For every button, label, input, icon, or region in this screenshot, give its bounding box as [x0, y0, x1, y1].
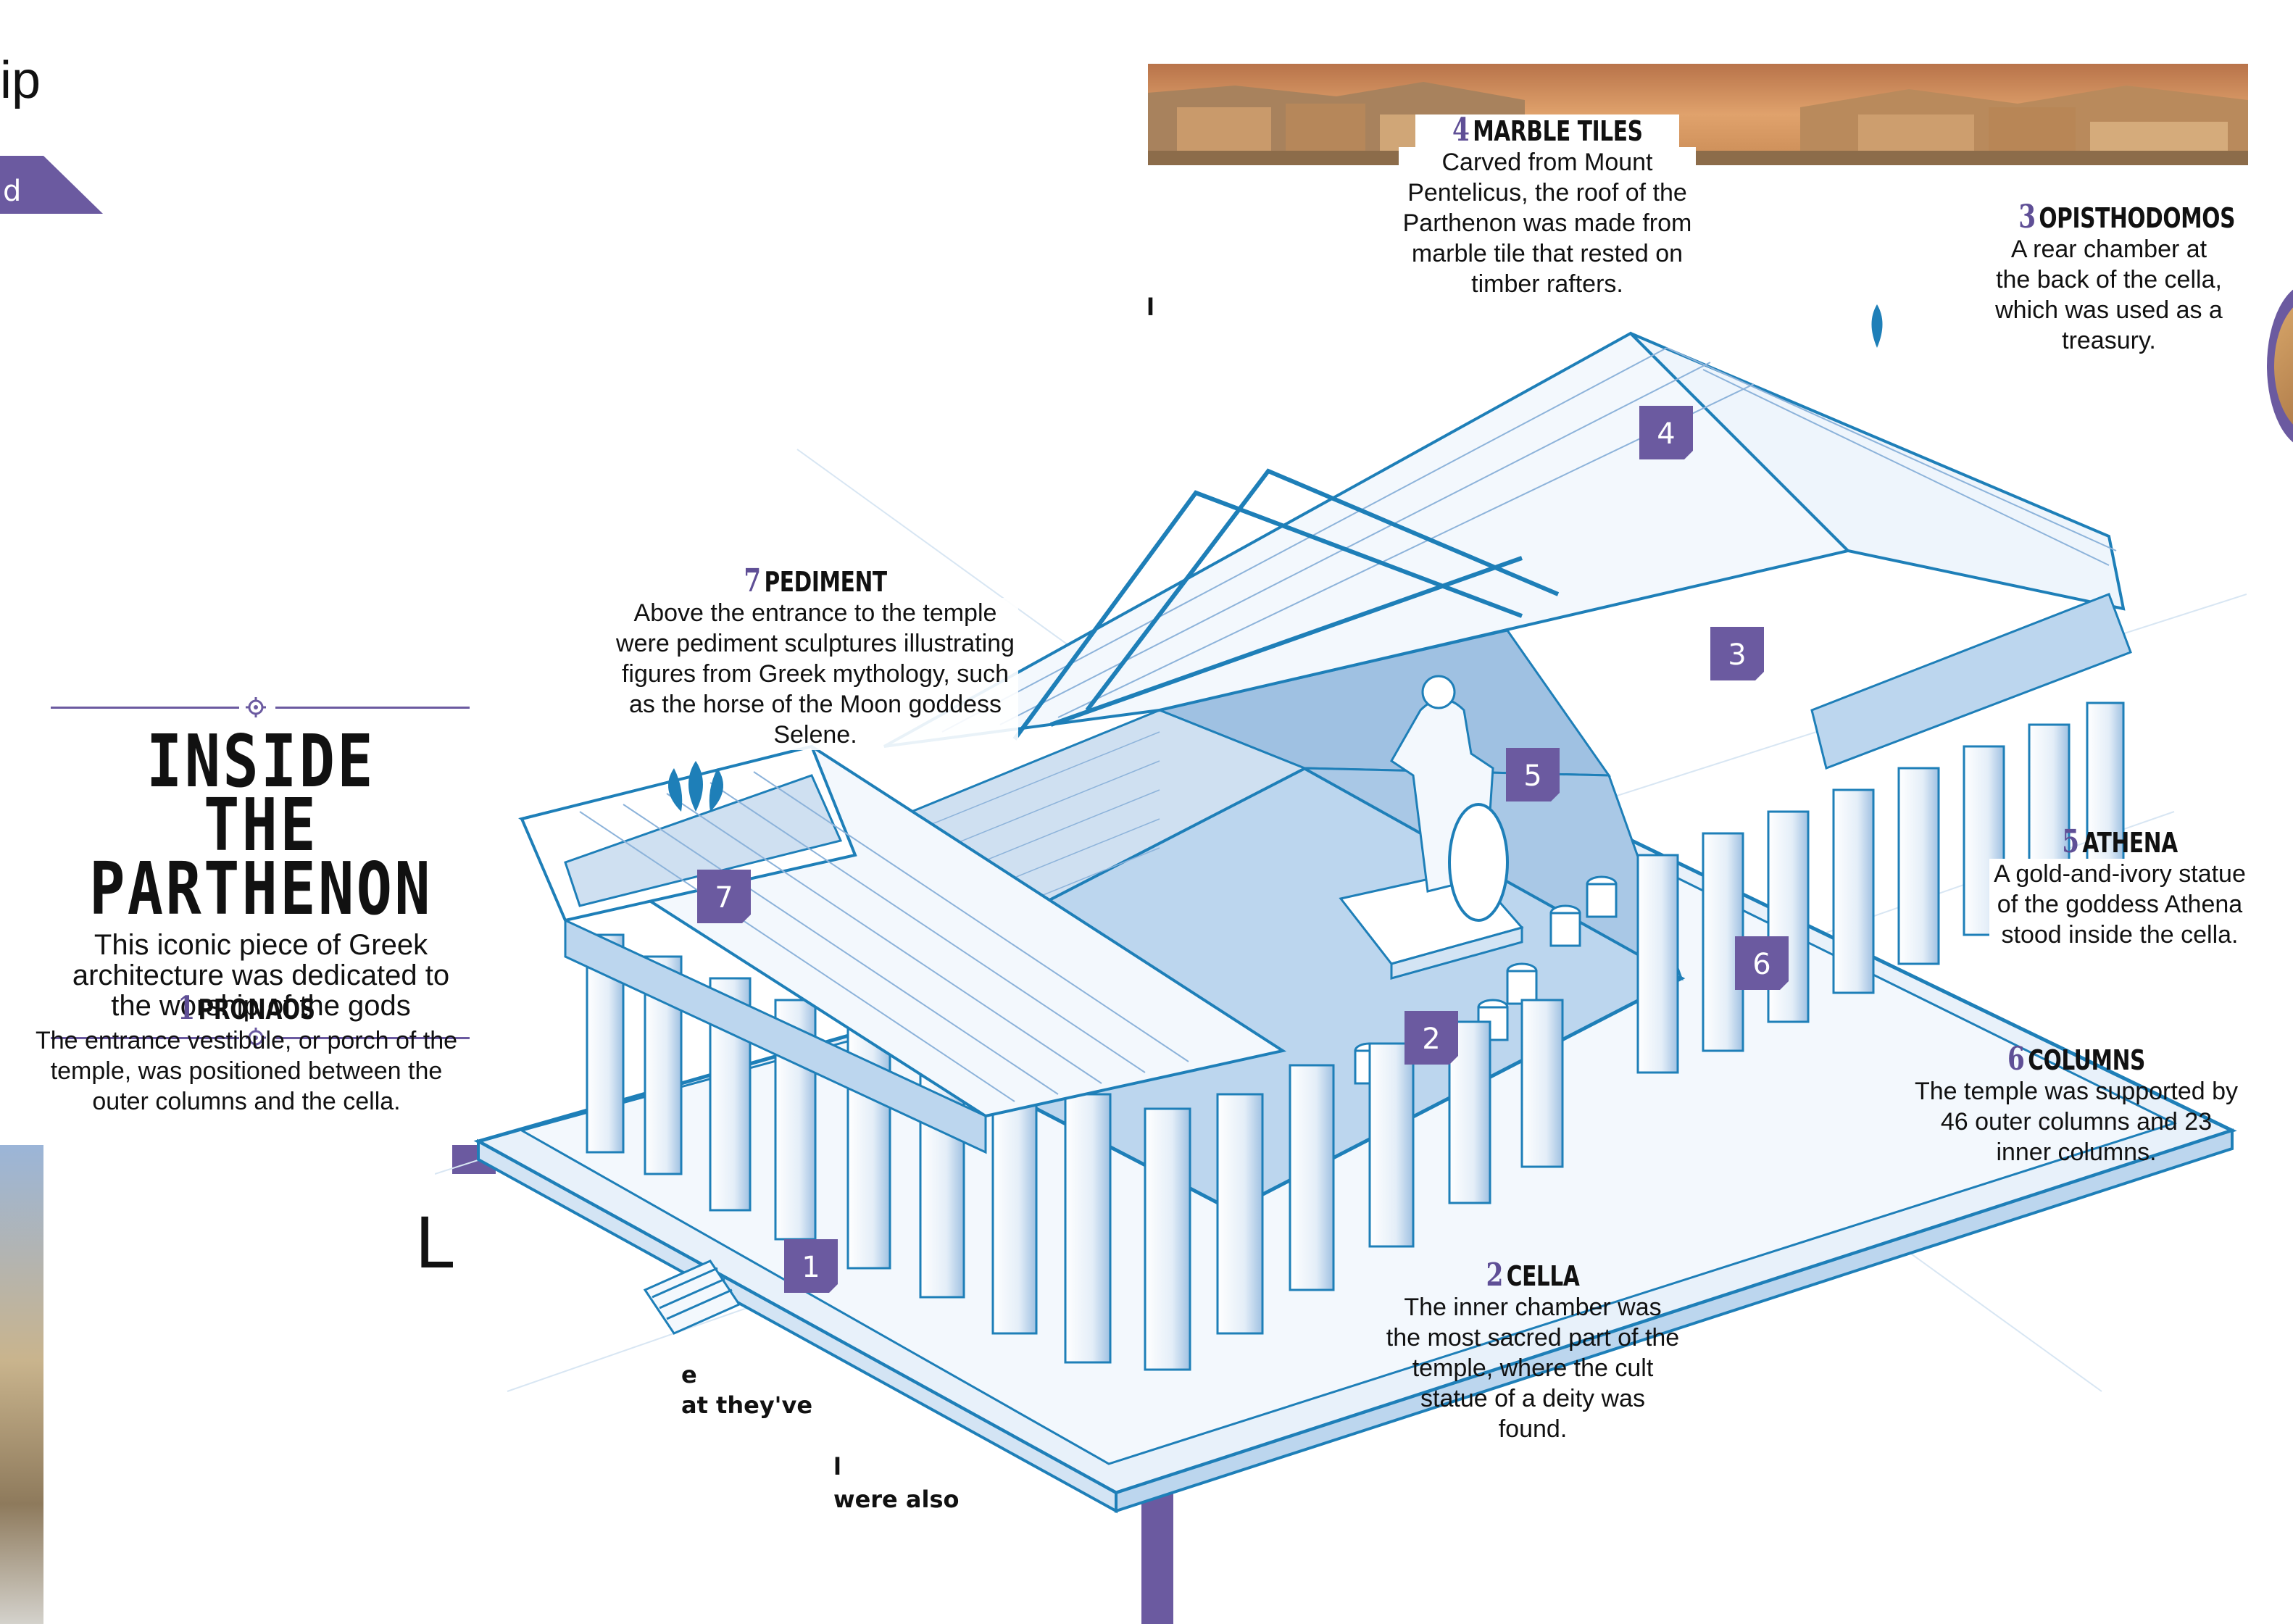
page-fragment-text-large: L: [415, 1203, 454, 1284]
callout-number: 1: [178, 990, 195, 1027]
gear-icon: [246, 1028, 266, 1048]
callout-text: A gold-and-ivory statue of the goddess A…: [1989, 859, 2250, 950]
page-title: INSIDE THE PARTHENON: [71, 719, 451, 931]
callout-number: 5: [2062, 823, 2079, 860]
marker-3: 3: [1710, 627, 1764, 680]
title-line-2: PARTHENON: [89, 846, 433, 931]
callout-heading: CELLA: [1506, 1260, 1580, 1292]
callout-text: The inner chamber was the most sacred pa…: [1386, 1294, 1680, 1443]
diagram-markers: 1 2 3 4 5 6 7: [697, 406, 1789, 1293]
marker-label: 7: [715, 881, 733, 915]
parthenon-cutaway-diagram: 1 2 3 4 5 6 7: [435, 304, 2247, 1514]
left-white-panel: [43, 1138, 449, 1624]
marker-label: 3: [1728, 638, 1746, 672]
acroterion-ornaments: [668, 304, 1883, 812]
marker-5: 5: [1506, 748, 1560, 801]
marker-label: 1: [802, 1251, 820, 1284]
marker-6: 6: [1735, 936, 1789, 990]
callout-text: The entrance vestibule, or porch of the …: [35, 1027, 458, 1115]
page-fragment-text: l: [833, 1453, 841, 1481]
callout-text: Above the entrance to the temple were pe…: [612, 598, 1018, 750]
callout-heading: OPISTHODOMOS: [2039, 202, 2236, 234]
marker-1: 1: [784, 1239, 838, 1293]
page-fragment-text: e: [681, 1361, 697, 1388]
callout-heading: COLUMNS: [2028, 1044, 2145, 1076]
callout-number: 7: [744, 562, 761, 599]
page-fragment-text: ip: [0, 51, 41, 109]
title-block: INSIDE THE PARTHENON This iconic piece o…: [29, 697, 493, 1048]
page-fragment-text: l: [1146, 293, 1154, 321]
outer-columns-front: [586, 933, 1564, 1371]
callout-number: 4: [1452, 112, 1470, 149]
marker-label: 2: [1422, 1023, 1440, 1056]
marker-7: 7: [697, 870, 751, 923]
title-line-1: INSIDE THE: [146, 719, 375, 867]
callout-heading: MARBLE TILES: [1472, 115, 1643, 147]
callout-text: A rear chamber at the back of the cella,…: [1995, 236, 2223, 354]
athena-statue: [1339, 675, 1524, 980]
divider-bottom: [29, 1028, 493, 1048]
pediment: [518, 744, 1287, 1154]
callout-number: 6: [2007, 1041, 2025, 1078]
page-fragment-text: at they've: [681, 1391, 813, 1419]
marker-4: 4: [1639, 406, 1693, 459]
page-fragment-text: were also: [833, 1486, 960, 1513]
purple-corner-tab: d: [0, 156, 103, 214]
marker-label: 4: [1657, 417, 1675, 451]
callout-number: 3: [2018, 199, 2036, 236]
callout-heading: ATHENA: [2082, 827, 2178, 859]
page-subtitle: This iconic piece of Greek architecture …: [72, 929, 450, 1022]
ruins-photo-banner: [1148, 64, 2248, 165]
marker-label: 5: [1523, 759, 1541, 793]
callout-text: Carved from Mount Pentelicus, the roof o…: [1399, 147, 1696, 299]
left-edge-photo: [0, 1145, 43, 1624]
tab-fragment-text: d: [3, 175, 21, 208]
callout-number: 2: [1486, 1257, 1504, 1294]
divider-top: [29, 697, 493, 717]
marker-label: 6: [1752, 948, 1770, 981]
callout-text: The temple was supported by 46 outer col…: [1914, 1078, 2239, 1166]
callout-heading: PEDIMENT: [764, 566, 887, 598]
gear-icon: [246, 697, 266, 717]
entrance-steps: [643, 1259, 741, 1335]
callout-heading: PRONAOS: [198, 994, 315, 1025]
outer-columns-side: [1636, 701, 2125, 1074]
marker-2: 2: [1404, 1011, 1458, 1065]
rear-roof: [883, 331, 2132, 770]
